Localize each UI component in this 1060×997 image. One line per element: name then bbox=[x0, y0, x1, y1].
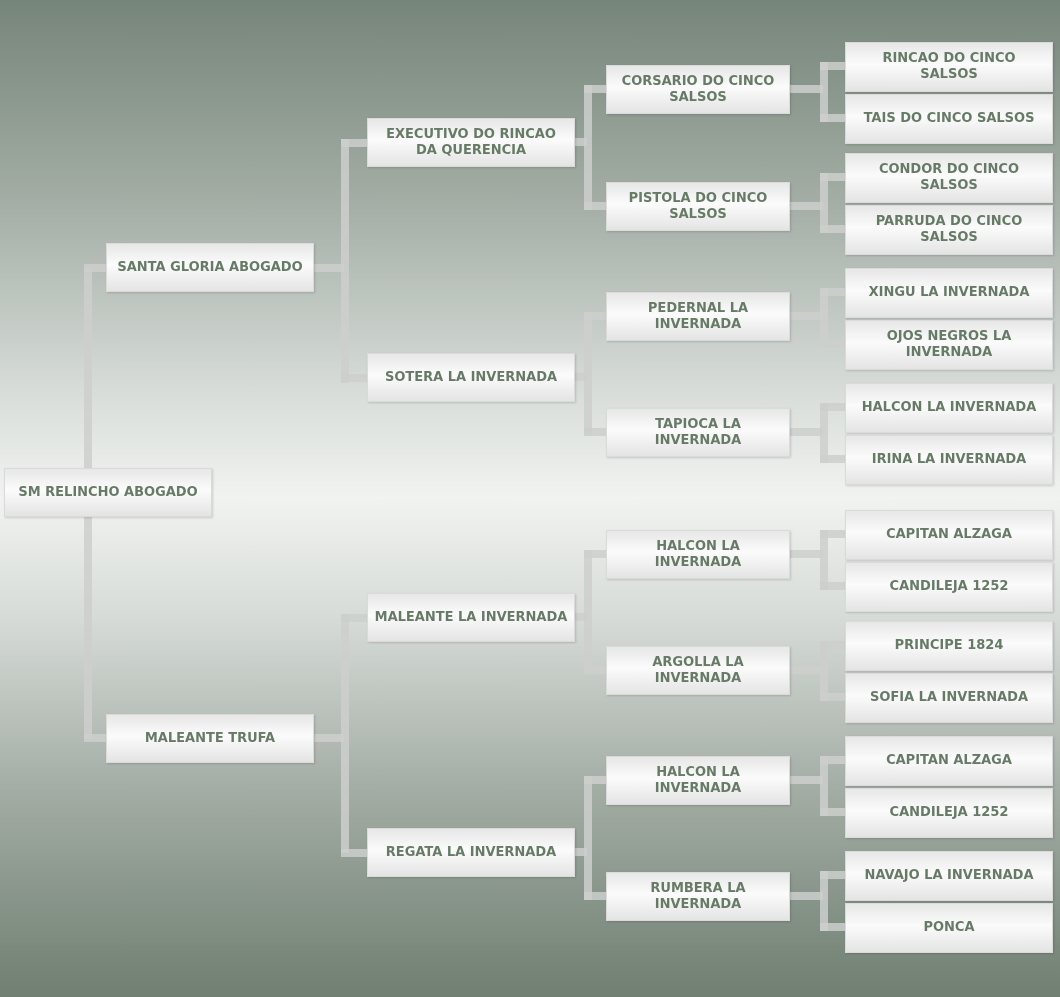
great-great-grandparent-box[interactable]: RINCAO DO CINCO SALSOS bbox=[845, 42, 1053, 92]
great-grandparent-box[interactable]: PISTOLA DO CINCO SALSOS bbox=[606, 182, 790, 231]
great-great-grandparent-box[interactable]: NAVAJO LA INVERNADA bbox=[845, 851, 1053, 901]
connector-line bbox=[820, 173, 846, 181]
great-great-grandparent-box[interactable]: SOFIA LA INVERNADA bbox=[845, 673, 1053, 723]
connector-line bbox=[820, 403, 828, 463]
connector-line bbox=[820, 871, 846, 879]
great-great-grandparent-box[interactable]: PARRUDA DO CINCO SALSOS bbox=[845, 205, 1053, 255]
connector-line bbox=[314, 264, 344, 272]
connector-line bbox=[341, 374, 369, 382]
great-great-grandparent-box[interactable]: CAPITAN ALZAGA bbox=[845, 510, 1053, 560]
connector-line bbox=[84, 264, 108, 272]
great-great-grandparent-box[interactable]: PONCA bbox=[845, 903, 1053, 953]
connector-line bbox=[584, 85, 608, 93]
connector-line bbox=[790, 85, 823, 93]
connector-line bbox=[575, 613, 587, 621]
connector-line bbox=[790, 428, 823, 436]
connector-line bbox=[584, 892, 608, 900]
connector-line bbox=[341, 139, 369, 147]
connector-line bbox=[584, 85, 592, 210]
connector-line bbox=[341, 849, 369, 857]
great-grandparent-box[interactable]: RUMBERA LA INVERNADA bbox=[606, 872, 790, 921]
great-great-grandparent-box[interactable]: XINGU LA INVERNADA bbox=[845, 268, 1053, 318]
connector-line bbox=[820, 340, 846, 348]
great-great-grandparent-box[interactable]: CANDILEJA 1252 bbox=[845, 562, 1053, 612]
connector-line bbox=[341, 614, 369, 622]
great-great-grandparent-box[interactable]: PRINCIPE 1824 bbox=[845, 621, 1053, 671]
great-grandparent-box[interactable]: HALCON LA INVERNADA bbox=[606, 756, 790, 805]
grandparent-box[interactable]: EXECUTIVO DO RINCAO DA QUERENCIA bbox=[367, 118, 575, 167]
connector-line bbox=[820, 288, 846, 296]
connector-line bbox=[820, 530, 846, 538]
connector-line bbox=[584, 666, 608, 674]
connector-line bbox=[575, 373, 587, 381]
connector-line bbox=[584, 428, 608, 436]
connector-line bbox=[820, 756, 846, 764]
great-great-grandparent-box[interactable]: HALCON LA INVERNADA bbox=[845, 383, 1053, 433]
connector-line bbox=[575, 138, 587, 146]
great-grandparent-box[interactable]: HALCON LA INVERNADA bbox=[606, 530, 790, 579]
connector-line bbox=[820, 756, 828, 816]
great-great-grandparent-box[interactable]: IRINA LA INVERNADA bbox=[845, 435, 1053, 485]
connector-line bbox=[820, 62, 828, 122]
connector-line bbox=[584, 550, 608, 558]
connector-line bbox=[820, 871, 828, 931]
grandparent-box[interactable]: SOTERA LA INVERNADA bbox=[367, 353, 575, 402]
dam-box[interactable]: MALEANTE TRUFA bbox=[106, 714, 314, 763]
connector-line bbox=[790, 892, 823, 900]
sire-box[interactable]: SANTA GLORIA ABOGADO bbox=[106, 243, 314, 292]
connector-line bbox=[790, 666, 823, 674]
connector-line bbox=[790, 312, 823, 320]
connector-line bbox=[584, 776, 592, 900]
connector-line bbox=[584, 312, 592, 436]
connector-line bbox=[584, 776, 608, 784]
connector-line bbox=[820, 641, 828, 701]
great-great-grandparent-box[interactable]: CONDOR DO CINCO SALSOS bbox=[845, 153, 1053, 203]
connector-line bbox=[575, 848, 587, 856]
great-grandparent-box[interactable]: PEDERNAL LA INVERNADA bbox=[606, 292, 790, 341]
connector-line bbox=[584, 202, 608, 210]
connector-line bbox=[820, 225, 846, 233]
connector-line bbox=[820, 808, 846, 816]
connector-line bbox=[790, 550, 823, 558]
connector-line bbox=[820, 62, 846, 70]
connector-line bbox=[584, 312, 608, 320]
connector-line bbox=[820, 114, 846, 122]
connector-line bbox=[820, 455, 846, 463]
grandparent-box[interactable]: REGATA LA INVERNADA bbox=[367, 828, 575, 877]
connector-line bbox=[820, 923, 846, 931]
great-great-grandparent-box[interactable]: CAPITAN ALZAGA bbox=[845, 736, 1053, 786]
connector-line bbox=[584, 550, 592, 674]
great-great-grandparent-box[interactable]: OJOS NEGROS LA INVERNADA bbox=[845, 320, 1053, 370]
connector-line bbox=[341, 139, 349, 383]
great-grandparent-box[interactable]: ARGOLLA LA INVERNADA bbox=[606, 646, 790, 695]
grandparent-box[interactable]: MALEANTE LA INVERNADA bbox=[367, 593, 575, 642]
connector-line bbox=[314, 734, 344, 742]
connector-line bbox=[820, 530, 828, 590]
connector-line bbox=[84, 734, 108, 742]
connector-line bbox=[790, 776, 823, 784]
connector-line bbox=[820, 693, 846, 701]
connector-line bbox=[820, 288, 828, 348]
connector-line bbox=[820, 641, 846, 649]
great-great-grandparent-box[interactable]: CANDILEJA 1252 bbox=[845, 788, 1053, 838]
connector-line bbox=[820, 403, 846, 411]
great-grandparent-box[interactable]: TAPIOCA LA INVERNADA bbox=[606, 408, 790, 457]
connector-line bbox=[820, 173, 828, 233]
great-great-grandparent-box[interactable]: TAIS DO CINCO SALSOS bbox=[845, 94, 1053, 144]
great-grandparent-box[interactable]: CORSARIO DO CINCO SALSOS bbox=[606, 65, 790, 114]
connector-line bbox=[820, 582, 846, 590]
subject-box[interactable]: SM RELINCHO ABOGADO bbox=[4, 468, 212, 517]
connector-line bbox=[790, 202, 823, 210]
connector-line bbox=[341, 614, 349, 853]
